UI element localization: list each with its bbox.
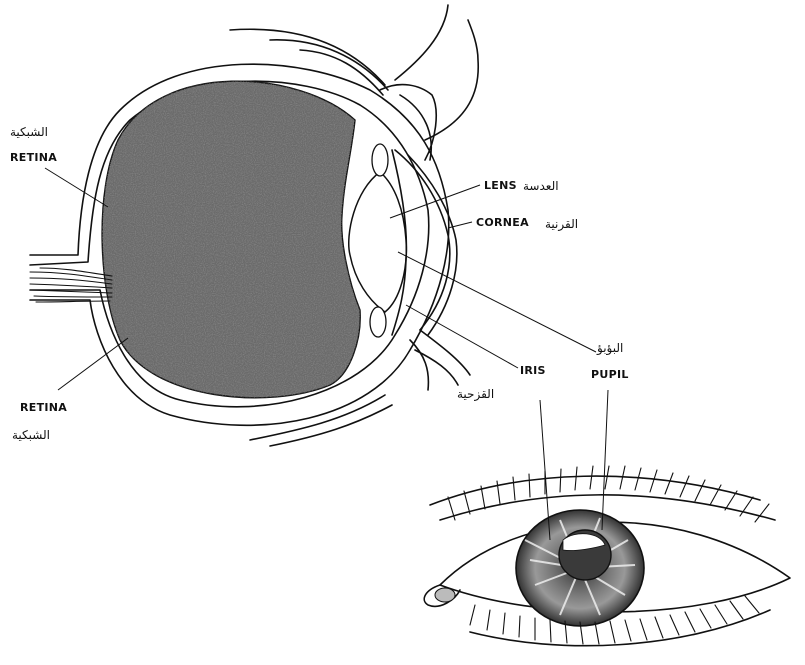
lower-lid-crease — [470, 610, 770, 646]
leader-pupil-front — [602, 390, 608, 530]
label-retina-top-ar: الشبكية — [10, 125, 48, 139]
label-pupil-ar: البؤبؤ — [596, 341, 623, 356]
ciliary-body-bottom — [370, 307, 386, 337]
label-retina-bottom-en: RETINA — [20, 401, 67, 414]
label-iris-ar: القزحية — [457, 387, 494, 402]
lens — [349, 172, 407, 312]
ciliary-body-top — [372, 144, 388, 176]
leader-pupil-side — [398, 252, 596, 352]
brow-curve-inner — [425, 20, 478, 140]
eyeball-cross-section — [30, 5, 478, 446]
brow-curve — [395, 5, 448, 80]
label-cornea-en: CORNEA — [476, 216, 529, 229]
label-lens-en: LENS — [484, 179, 517, 192]
eye-front-view — [424, 466, 790, 646]
lower-eyelid-side — [410, 340, 428, 390]
upper-eyelashes — [448, 466, 769, 522]
eyelid-top-arc — [230, 29, 385, 85]
caruncle — [435, 588, 455, 602]
label-retina-bottom-ar: الشبكية — [12, 428, 50, 442]
leader-retina-bottom — [58, 338, 128, 390]
label-iris-en: IRIS — [520, 364, 546, 377]
leader-retina-top — [45, 168, 108, 207]
upper-lid-fold-front — [430, 476, 760, 505]
label-retina-top-en: RETINA — [10, 151, 57, 164]
label-lens-ar: العدسة — [523, 179, 559, 193]
label-pupil-en: PUPIL — [591, 368, 629, 381]
label-cornea-ar: القرنية — [545, 217, 578, 232]
optic-nerve — [30, 268, 112, 302]
